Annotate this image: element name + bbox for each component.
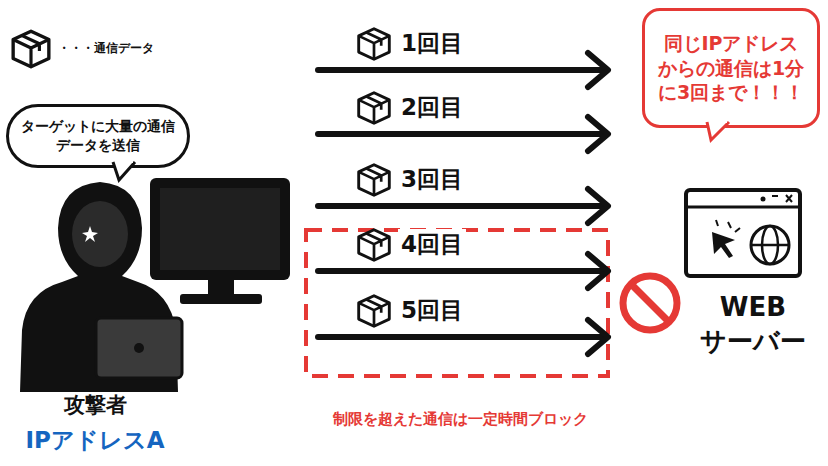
edge-label: 4回目 <box>398 229 466 260</box>
hooded-attacker <box>20 182 182 392</box>
arrow-connector <box>318 165 608 223</box>
attacker-figure: 攻撃者 IPアドレスA <box>0 175 316 466</box>
arrow-connector <box>318 230 608 288</box>
figure-label: 攻撃者 <box>0 391 190 419</box>
rule-callout: 同じIPアドレスからの通信は1分に3回まで！！！ <box>642 8 820 128</box>
legend-text: ・・・通信データ <box>58 40 154 57</box>
package-icon <box>359 29 390 60</box>
bubble-tail <box>113 162 143 184</box>
note-text: 制限を超えた通信は一定時間ブロック <box>270 410 650 429</box>
node-text: WEB サーバー <box>686 291 820 359</box>
prohibition-sign <box>623 276 677 330</box>
node-text: 同じIPアドレスからの通信は1分に3回まで！！！ <box>655 31 807 105</box>
computer-monitor <box>150 178 290 304</box>
speech-bubble: ターゲットに大量の通信データを送信 <box>6 104 190 168</box>
node-text: ターゲットに大量の通信データを送信 <box>21 117 175 155</box>
edge-label: 2回目 <box>398 92 466 123</box>
edge-label: 3回目 <box>398 164 466 195</box>
arrow-connector <box>318 29 608 87</box>
package-icon <box>359 230 390 261</box>
arrow-connector <box>318 93 608 151</box>
web-browser-icon <box>686 190 800 276</box>
web-server: WEB サーバー <box>612 185 824 365</box>
package-icon <box>359 93 390 124</box>
figure-label: IPアドレスA <box>0 425 190 456</box>
package-icon <box>13 31 49 67</box>
arrow-connector <box>318 296 608 354</box>
callout-tail <box>707 122 737 144</box>
blocked-region <box>306 230 608 376</box>
package-icon <box>359 296 390 327</box>
edge-label: 5回目 <box>398 295 466 326</box>
edge-label: 1回目 <box>398 28 466 59</box>
package-icon <box>359 165 390 196</box>
